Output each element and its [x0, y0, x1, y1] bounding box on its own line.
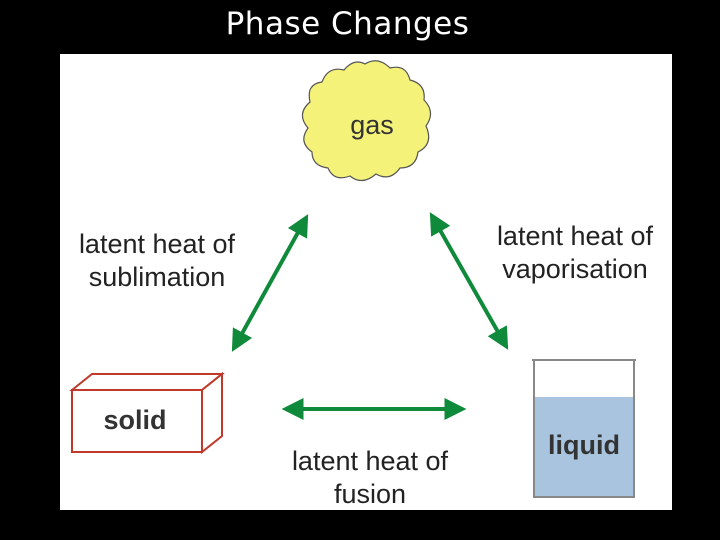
liquid-node: liquid — [532, 359, 636, 498]
beaker-outline — [532, 359, 636, 498]
vaporisation-label: latent heat of vaporisation — [480, 220, 670, 286]
vaporisation-label-line1: latent heat of — [496, 221, 654, 251]
solid-node: solid — [69, 371, 225, 455]
gas-cloud-shape — [301, 60, 432, 182]
sublimation-label: latent heat of sublimation — [62, 228, 252, 294]
fusion-label: latent heat of fusion — [275, 445, 465, 510]
fusion-label-line2: fusion — [333, 479, 407, 509]
vaporisation-label-line2: vaporisation — [502, 254, 648, 284]
gas-node: gas — [301, 60, 432, 182]
vaporisation-arrow — [429, 212, 509, 350]
solid-label: solid — [103, 405, 166, 435]
liquid-fill — [534, 397, 634, 497]
fusion-label-line1: latent heat of — [291, 446, 449, 476]
sublimation-arrow — [231, 214, 309, 352]
sublimation-label-line1: latent heat of — [78, 229, 236, 259]
solid-box-front — [71, 389, 203, 453]
slide-title: Phase Changes — [225, 6, 470, 42]
gas-label: gas — [350, 110, 394, 140]
liquid-label: liquid — [548, 430, 620, 460]
diagram-panel: gas solid liquid latent heat of sublimat… — [60, 54, 672, 510]
solid-box-top — [69, 373, 225, 391]
sublimation-label-line2: sublimation — [88, 262, 226, 292]
phase-diagram: gas solid liquid — [69, 60, 636, 498]
